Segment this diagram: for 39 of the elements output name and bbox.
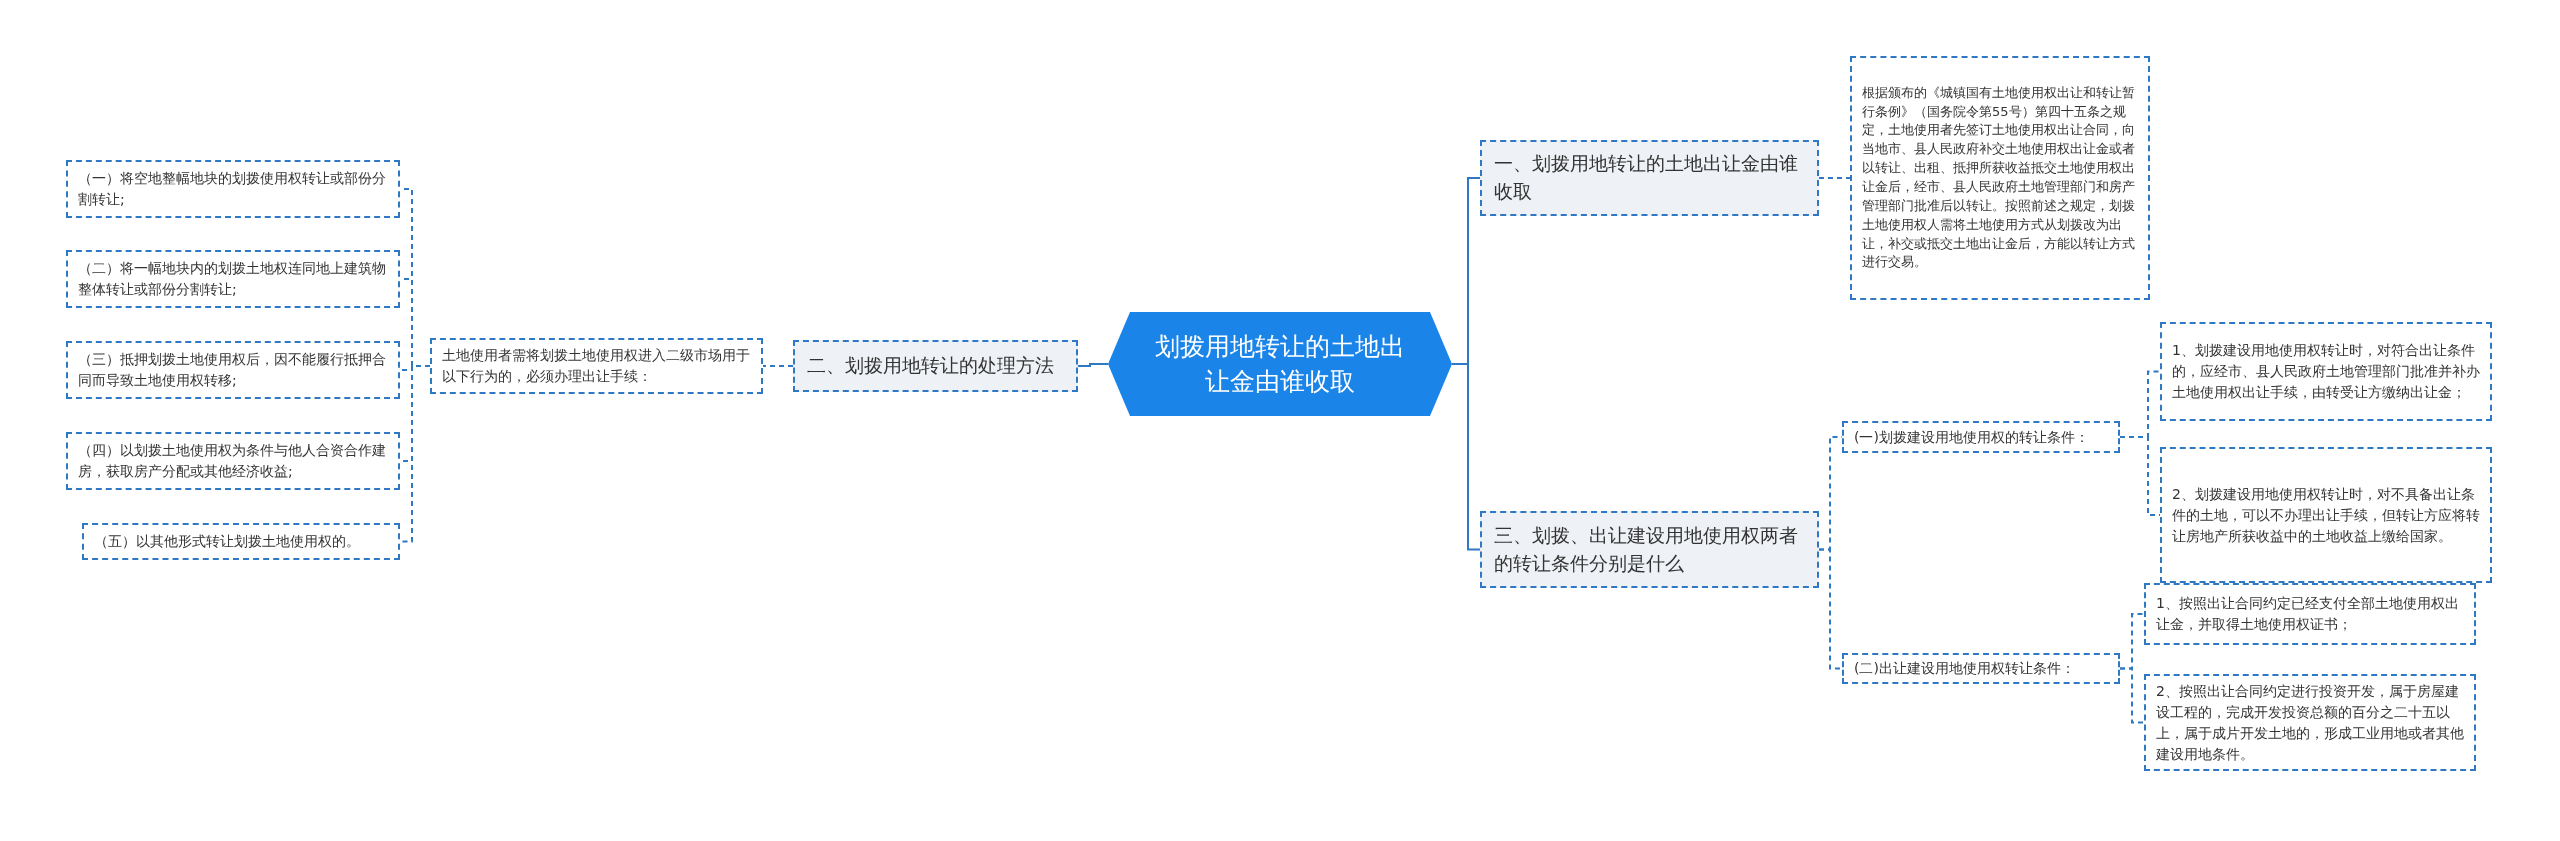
topic-box bbox=[1480, 140, 1819, 216]
node-text: (二)出让建设用地使用权转让条件： bbox=[1854, 659, 2075, 678]
text-box bbox=[66, 250, 400, 308]
node-text: 一、划拨用地转让的土地出让金由谁收取 bbox=[1494, 151, 1799, 204]
connector-line bbox=[2119, 667, 2145, 724]
text-box bbox=[66, 432, 400, 490]
topic-box bbox=[1480, 511, 1819, 588]
text-box bbox=[2144, 674, 2476, 771]
connector-line bbox=[1818, 548, 1843, 670]
text-box bbox=[2160, 447, 2492, 583]
text-box bbox=[430, 338, 763, 394]
node-text: （一）将空地整幅地块的划拨使用权转让或部份分割转让; bbox=[78, 169, 387, 209]
node-text: （二）将一幅地块内的划拨土地权连同地上建筑物整体转让或部份分割转让; bbox=[78, 259, 387, 299]
node-text: 2、划拨建设用地使用权转让时，对不具备出让条件的土地，可以不办理出让手续，但转让方应将转让房地产所获收益中的土地收益上缴给国家。 bbox=[2172, 484, 2480, 546]
text-box bbox=[2160, 322, 2492, 421]
node-text: 2、按照出让合同约定进行投资开发，属于房屋建设工程的，完成开发投资总额的百分之二十五以上，属于成片开发土地的，形成工业用地或者其他建设用地条件。 bbox=[2156, 681, 2464, 764]
connector-line bbox=[1818, 177, 1851, 179]
node-text: (一)划拨建设用地使用权的转让条件： bbox=[1854, 427, 2089, 447]
text-box bbox=[1850, 56, 2150, 300]
node-text: 土地使用者需将划拨土地使用权进入二级市场用于以下行为的，必须办理出让手续： bbox=[442, 346, 751, 386]
text-box bbox=[66, 341, 400, 399]
text-box bbox=[66, 160, 400, 218]
node-text: （五）以其他形式转让划拨土地使用权的。 bbox=[94, 532, 360, 551]
node-text: 二、划拨用地转让的处理方法 bbox=[807, 353, 1054, 379]
text-box bbox=[82, 523, 400, 560]
node-text: 1、按照出让合同约定已经支付全部土地使用权出让金，并取得土地使用权证书； bbox=[2156, 594, 2460, 634]
connector-line bbox=[762, 365, 794, 367]
connector-line bbox=[1451, 363, 1481, 551]
node-text: 划拨用地转让的土地出让金由谁收取 bbox=[1154, 331, 1406, 398]
text-box bbox=[2144, 583, 2476, 645]
node-text: 根据颁布的《城镇国有土地使用权出让和转让暂行条例》（国务院令第55号）第四十五条之规定，土地使用者先签订土地使用权出让合同，向当地市、县人民政府补交土地使用权出让金或者以转让、出租、抵押所获收益抵交土地使用权出让金后，经市、县人民政府土地管理部门和房产管理部门批准后以转让。按照前述之规定，划拨土地使用权人需将土地使用方式从划拨改为出让，补交或抵交土地出让金后，方能以转让方式进行交易。 bbox=[1862, 83, 2136, 272]
node-text: 1、划拨建设用地使用权转让时，对符合出让条件的，应经市、县人民政府土地管理部门批准并补办土地使用权出让手续，由转受让方缴纳出让金； bbox=[2172, 341, 2480, 402]
node-text: 三、划拨、出让建设用地使用权两者的转让条件分别是什么 bbox=[1494, 522, 1799, 576]
subtopic-box bbox=[1842, 653, 2120, 684]
node-text: （三）抵押划拨土地使用权后，因不能履行抵押合同而导致土地使用权转移; bbox=[78, 350, 387, 390]
subtopic-box bbox=[1842, 421, 2120, 453]
topic-box bbox=[793, 340, 1078, 392]
connector-line bbox=[1077, 363, 1109, 367]
node-text: （四）以划拨土地使用权为条件与他人合资合作建房，获取房产分配或其他经济收益; bbox=[78, 441, 387, 481]
